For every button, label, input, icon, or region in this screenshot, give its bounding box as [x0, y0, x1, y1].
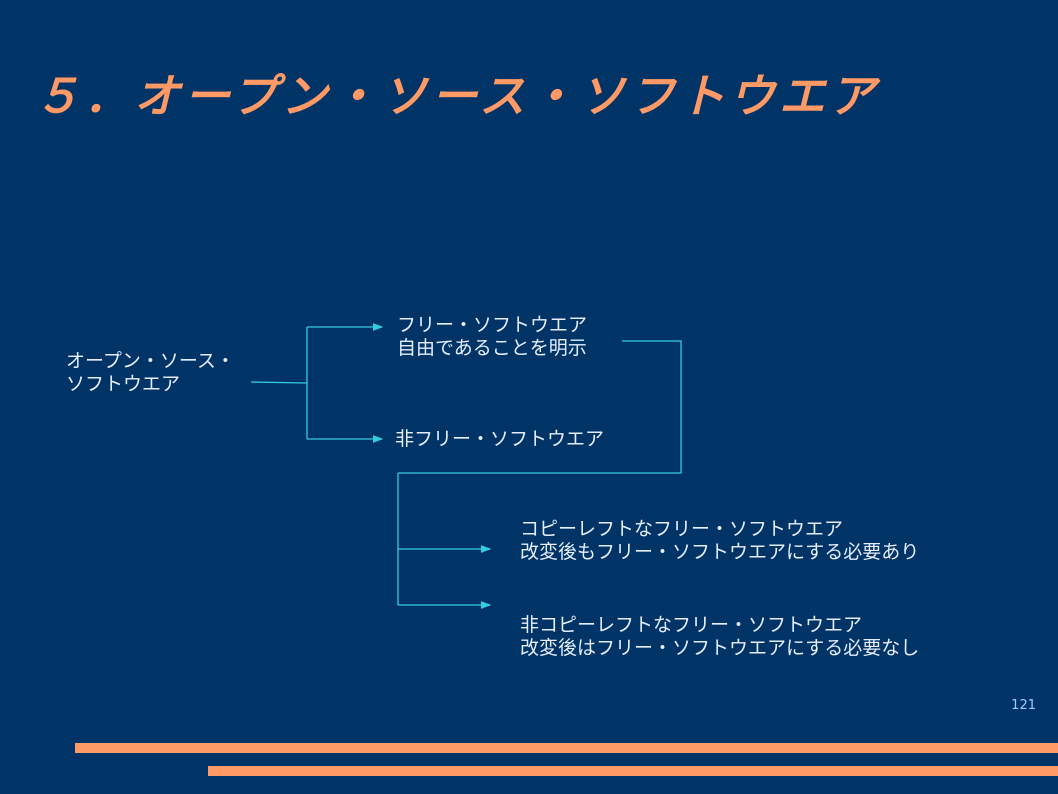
node-open-source: オープン・ソース・ ソフトウエア	[66, 350, 235, 396]
node-line: オープン・ソース・	[66, 350, 235, 373]
root-connector	[251, 382, 307, 383]
page-number: 121	[1011, 698, 1036, 713]
node-line: 非コピーレフトなフリー・ソフトウエア	[520, 614, 919, 637]
node-line: ソフトウエア	[66, 373, 235, 396]
node-line: 改変後もフリー・ソフトウエアにする必要あり	[520, 541, 919, 564]
node-free-software: フリー・ソフトウエア 自由であることを明示	[397, 314, 587, 360]
node-copyleft: コピーレフトなフリー・ソフトウエア 改変後もフリー・ソフトウエアにする必要あり	[520, 518, 919, 564]
node-nonfree-software: 非フリー・ソフトウエア	[395, 428, 604, 451]
node-line: フリー・ソフトウエア	[397, 314, 587, 337]
node-line: コピーレフトなフリー・ソフトウエア	[520, 518, 919, 541]
node-noncopyleft: 非コピーレフトなフリー・ソフトウエア 改変後はフリー・ソフトウエアにする必要なし	[520, 614, 919, 660]
free-sub-connector	[398, 341, 681, 473]
decorative-bar-top	[75, 743, 1058, 753]
node-line: 自由であることを明示	[397, 337, 587, 360]
node-line: 改変後はフリー・ソフトウエアにする必要なし	[520, 637, 919, 660]
decorative-bar-bottom	[208, 766, 1058, 776]
